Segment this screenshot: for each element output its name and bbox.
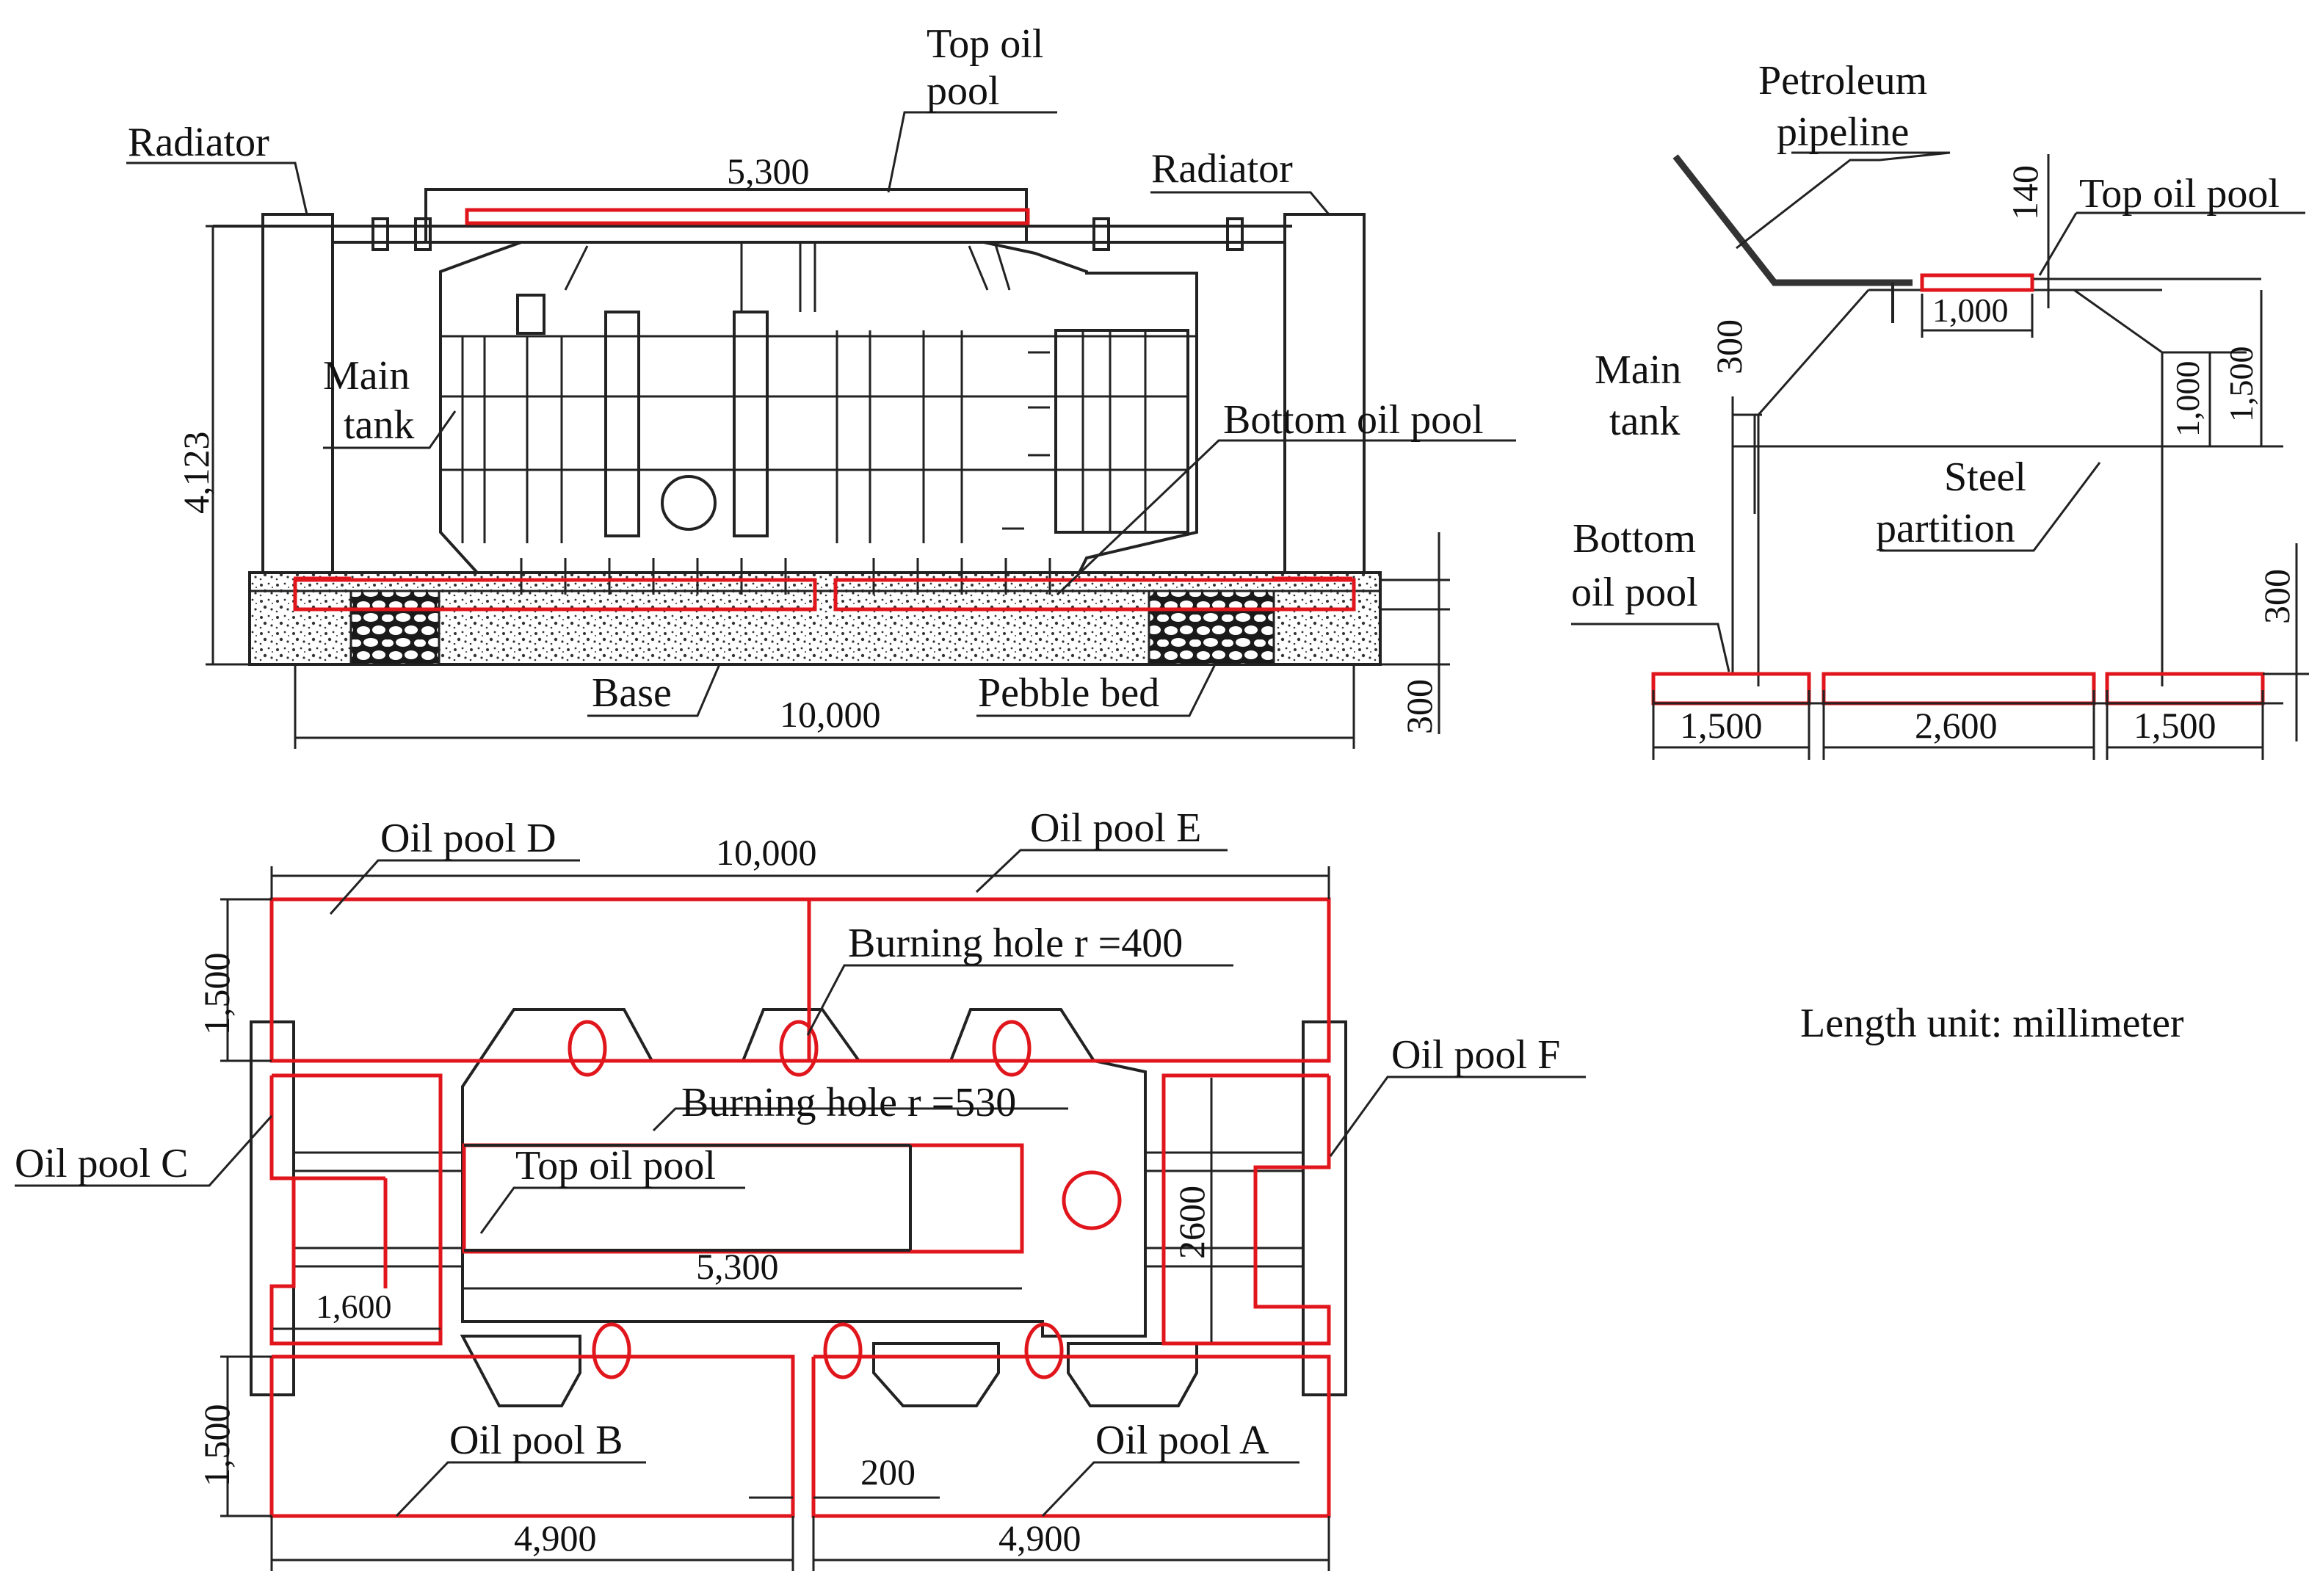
label-oil-pool-c: Oil pool C	[15, 1141, 188, 1186]
main-tank-elevation	[439, 241, 1198, 574]
plan-main-tank	[461, 1008, 1147, 1338]
plan-view	[15, 849, 1586, 1571]
pebble-bed-left	[349, 590, 441, 666]
bottom-oil-pool-right	[833, 578, 1356, 612]
label-steel-partition-line1: Steel	[1944, 454, 2026, 500]
label-oil-pool-d: Oil pool D	[380, 816, 557, 861]
top-oil-pool-section	[1920, 273, 2034, 292]
radiator-right-body	[1283, 213, 1366, 574]
dim-plan-10000: 10,000	[716, 832, 817, 873]
label-bottom-oil-pool-section-line1: Bottom	[1573, 516, 1696, 562]
label-main-tank-line1: Main	[323, 353, 410, 399]
label-radiator-left: Radiator	[128, 120, 269, 165]
section-view	[1571, 151, 2309, 760]
burning-hole-large	[1062, 1170, 1122, 1230]
radiator-left-body	[261, 213, 334, 574]
petroleum-pipeline	[1672, 154, 1913, 286]
dim-plan-5300: 5,300	[696, 1246, 779, 1287]
burning-hole-bottom-2	[823, 1322, 863, 1379]
label-oil-pool-a: Oil pool A	[1095, 1418, 1269, 1463]
oil-pool-c	[269, 1073, 443, 1346]
dim-plan-1500-top: 1,500	[196, 953, 237, 1036]
dim-total-height: 4,123	[175, 432, 217, 515]
burning-hole-bottom-1	[592, 1322, 631, 1379]
dim-plan-4900-right: 4,900	[998, 1517, 1081, 1559]
elevation-view	[126, 111, 1516, 749]
bottom-oil-pool-section-right	[2105, 672, 2265, 705]
dim-section-1500-b: 1,500	[2134, 705, 2216, 746]
label-oil-pool-e: Oil pool E	[1030, 805, 1201, 851]
label-top-oil-pool-plan: Top oil pool	[515, 1143, 716, 1189]
dim-plan-2600: 2600	[1171, 1186, 1212, 1259]
label-burning-hole-400: Burning hole r =400	[848, 921, 1183, 966]
dim-plan-1600: 1,600	[316, 1288, 392, 1325]
pebble-bed-right	[1148, 590, 1275, 666]
dim-section-140: 140	[2004, 165, 2045, 220]
label-steel-partition-line2: partition	[1876, 506, 2015, 551]
dim-section-300-bottom: 300	[2256, 569, 2297, 624]
label-main-tank-section-line1: Main	[1595, 347, 1681, 393]
dim-section-1500-a: 1,500	[1680, 705, 1763, 746]
dim-section-1000-top: 1,000	[1932, 291, 2009, 329]
oil-pool-e	[807, 897, 1331, 1063]
bottom-oil-pool-section-middle	[1821, 672, 2096, 705]
label-petroleum-pipeline-line2: pipeline	[1777, 109, 1909, 155]
label-main-tank-section-line2: tank	[1609, 399, 1680, 444]
burning-hole-top-2	[779, 1020, 819, 1077]
oil-pool-d	[269, 897, 809, 1063]
dim-section-1500-right: 1,500	[2222, 347, 2260, 423]
dim-plan-200: 200	[860, 1451, 916, 1492]
burning-hole-top-1	[568, 1020, 607, 1077]
label-petroleum-pipeline-line1: Petroleum	[1758, 58, 1927, 104]
plan-radiator-right	[1302, 1020, 1347, 1396]
label-base: Base	[592, 670, 672, 716]
dim-total-length: 10,000	[780, 694, 881, 735]
dim-section-300-left: 300	[1708, 319, 1750, 374]
label-top-oil-pool-line1: Top oil	[927, 21, 1043, 67]
label-oil-pool-f: Oil pool F	[1391, 1032, 1560, 1078]
burning-hole-bottom-3	[1024, 1322, 1064, 1379]
label-main-tank-line2: tank	[344, 402, 414, 448]
label-bottom-oil-pool-section-line2: oil pool	[1571, 570, 1698, 615]
label-top-oil-pool-section: Top oil pool	[2079, 171, 2280, 217]
oil-pool-f	[1161, 1073, 1331, 1346]
dim-plan-4900-left: 4,900	[514, 1517, 597, 1559]
label-bottom-oil-pool: Bottom oil pool	[1223, 397, 1484, 443]
label-top-oil-pool-line2: pool	[927, 68, 1000, 114]
label-radiator-right: Radiator	[1151, 146, 1293, 192]
dim-section-1000-right: 1,000	[2169, 361, 2206, 438]
unit-note: Length unit: millimeter	[1800, 1001, 2184, 1046]
dim-plan-1500-bottom: 1,500	[196, 1404, 237, 1487]
label-burning-hole-530: Burning hole r =530	[681, 1080, 1016, 1125]
burning-hole-top-3	[992, 1020, 1032, 1077]
top-oil-pool-elevation	[465, 208, 1030, 225]
dim-top-pool-length: 5,300	[727, 150, 810, 192]
bottom-oil-pool-left	[293, 578, 817, 612]
dim-section-2600: 2,600	[1915, 705, 1998, 746]
label-oil-pool-b: Oil pool B	[449, 1418, 623, 1463]
bottom-oil-pool-section-left	[1651, 672, 1811, 705]
label-pebble-bed: Pebble bed	[978, 670, 1159, 716]
dim-base-height: 300	[1399, 679, 1440, 734]
